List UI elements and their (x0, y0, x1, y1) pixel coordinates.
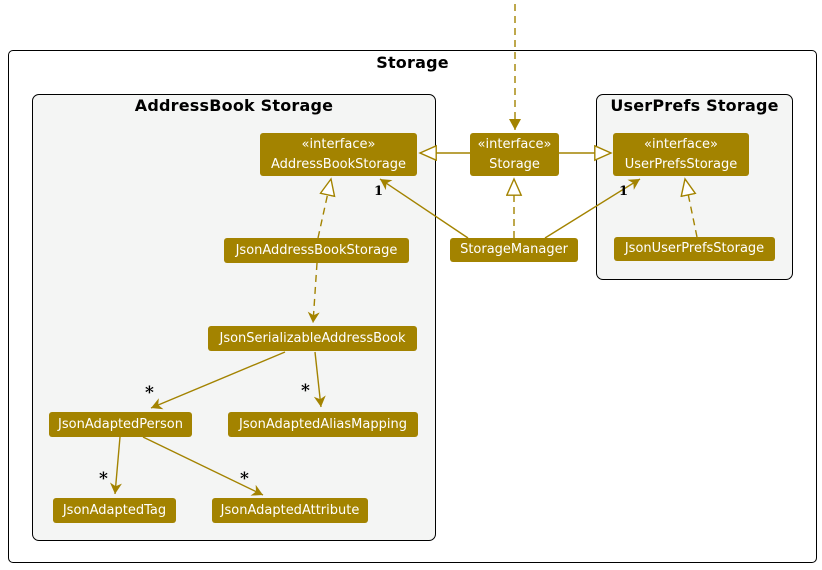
class-name: Storage (489, 156, 540, 172)
class-box-jsonadaptedtag: JsonAdaptedTag (53, 498, 176, 523)
frame-title-storage: Storage (376, 53, 449, 72)
class-name: JsonAdaptedAliasMapping (239, 416, 407, 432)
class-name: JsonAdaptedPerson (58, 416, 183, 432)
class-box-jsonserializableaddressbook: JsonSerializableAddressBook (208, 326, 417, 351)
stereotype-label: «interface» (301, 136, 376, 152)
class-name: JsonAddressBookStorage (235, 242, 398, 258)
frame-storage (8, 50, 817, 563)
class-box-storage-interface: «interface» Storage (470, 133, 559, 176)
class-name: JsonAdaptedAttribute (220, 502, 360, 518)
class-box-userprefsstorage-interface: «interface» UserPrefsStorage (613, 133, 749, 176)
frame-title-userprefs-storage: UserPrefs Storage (610, 96, 779, 115)
class-name: StorageManager (460, 242, 568, 257)
class-name: JsonAdaptedTag (62, 502, 167, 518)
class-name: AddressBookStorage (271, 156, 406, 172)
multiplicity-label: * (145, 383, 154, 403)
stereotype-label: «interface» (477, 136, 552, 152)
multiplicity-label: 1 (619, 184, 629, 199)
class-box-jsonuserprefsstorage: JsonUserPrefsStorage (614, 237, 775, 261)
class-box-jsonadaptedperson: JsonAdaptedPerson (49, 412, 192, 437)
multiplicity-label: * (301, 381, 310, 401)
class-box-jsonadaptedaliasmapping: JsonAdaptedAliasMapping (228, 412, 418, 437)
multiplicity-label: * (99, 469, 108, 489)
class-box-storagemanager: StorageManager (450, 238, 578, 262)
multiplicity-label: 1 (374, 184, 384, 199)
class-name: JsonUserPrefsStorage (624, 241, 765, 256)
class-box-addressbookstorage-interface: «interface» AddressBookStorage (260, 133, 417, 176)
class-box-jsonadaptedattribute: JsonAdaptedAttribute (212, 498, 368, 523)
class-name: UserPrefsStorage (624, 156, 738, 172)
class-name: JsonSerializableAddressBook (219, 330, 406, 346)
frame-title-addressbook-storage: AddressBook Storage (134, 96, 334, 115)
stereotype-label: «interface» (644, 136, 718, 152)
class-box-jsonaddressbookstorage: JsonAddressBookStorage (224, 238, 409, 263)
multiplicity-label: * (240, 469, 249, 489)
